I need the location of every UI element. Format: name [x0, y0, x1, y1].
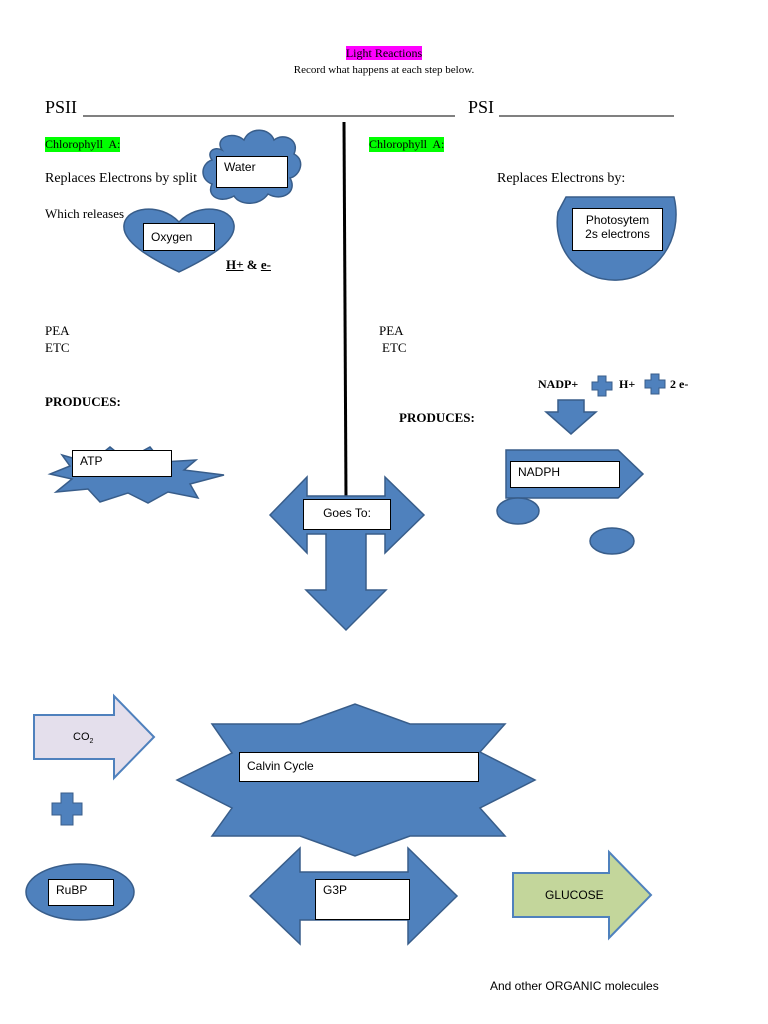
photosystem-line-1: Photosytem	[585, 213, 650, 227]
oxygen-box: Oxygen	[143, 223, 215, 251]
nadp-label: NADP+	[538, 377, 579, 391]
page-title: Light Reactions	[0, 46, 768, 61]
nadph-box: NADPH	[510, 461, 620, 488]
calvin-cycle-box: Calvin Cycle	[239, 752, 479, 782]
water-box: Water	[216, 156, 288, 188]
psii-etc-label: ETC	[45, 340, 70, 355]
glucose-arrow	[512, 849, 653, 941]
psi-etc-label: ETC	[382, 340, 407, 355]
goes-to-box: Goes To:	[303, 499, 391, 530]
g3p-box: G3P	[315, 879, 410, 920]
down-arrow-icon	[544, 399, 598, 435]
footer-text: And other ORGANIC molecules	[490, 979, 659, 993]
h-plus-label: H+	[226, 257, 244, 272]
psi-pea-label: PEA	[379, 323, 404, 338]
e-minus-label: e-	[260, 257, 271, 272]
psi-produces-label: PRODUCES:	[399, 410, 475, 425]
title-text: Light Reactions	[345, 46, 423, 60]
psi-h-plus-label: H+	[619, 377, 636, 391]
psi-replaces-text: Replaces Electrons by:	[497, 171, 626, 186]
co2-arrow	[33, 693, 156, 781]
psii-which-releases-text: Which releases	[45, 206, 125, 221]
glucose-label: GLUCOSE	[545, 888, 604, 902]
nadph-oval-2	[589, 527, 635, 555]
psii-produces-label: PRODUCES:	[45, 394, 121, 409]
photosystem-line-2: 2s electrons	[585, 227, 650, 241]
psii-chlorophyll-label: Chlorophyll A:	[45, 137, 121, 152]
psii-replaces-text: Replaces Electrons by split	[45, 171, 198, 186]
psi-chlorophyll-label: Chlorophyll A:	[369, 137, 445, 152]
psii-pea-label: PEA	[45, 323, 70, 338]
nadph-oval-1	[496, 497, 540, 525]
h-plus-electron-text: H+ & e-	[226, 257, 271, 273]
psii-heading: PSII	[45, 97, 78, 117]
vertical-divider	[342, 121, 348, 501]
two-electrons-label: 2 e-	[670, 377, 689, 391]
atp-box: ATP	[72, 450, 172, 477]
psi-heading: PSI	[468, 97, 495, 117]
page-subtitle: Record what happens at each step below.	[293, 64, 475, 76]
rubp-box: RuBP	[48, 879, 114, 906]
plus-icon-2	[644, 373, 666, 395]
co2-subscript: 2	[89, 738, 94, 746]
plus-icon-3	[51, 792, 83, 826]
plus-icon-1	[591, 375, 613, 397]
co2-main: CO	[73, 731, 90, 743]
co2-label: CO2	[73, 731, 93, 745]
amp-label: &	[243, 257, 261, 272]
photosystem-box: Photosytem 2s electrons	[572, 208, 663, 251]
